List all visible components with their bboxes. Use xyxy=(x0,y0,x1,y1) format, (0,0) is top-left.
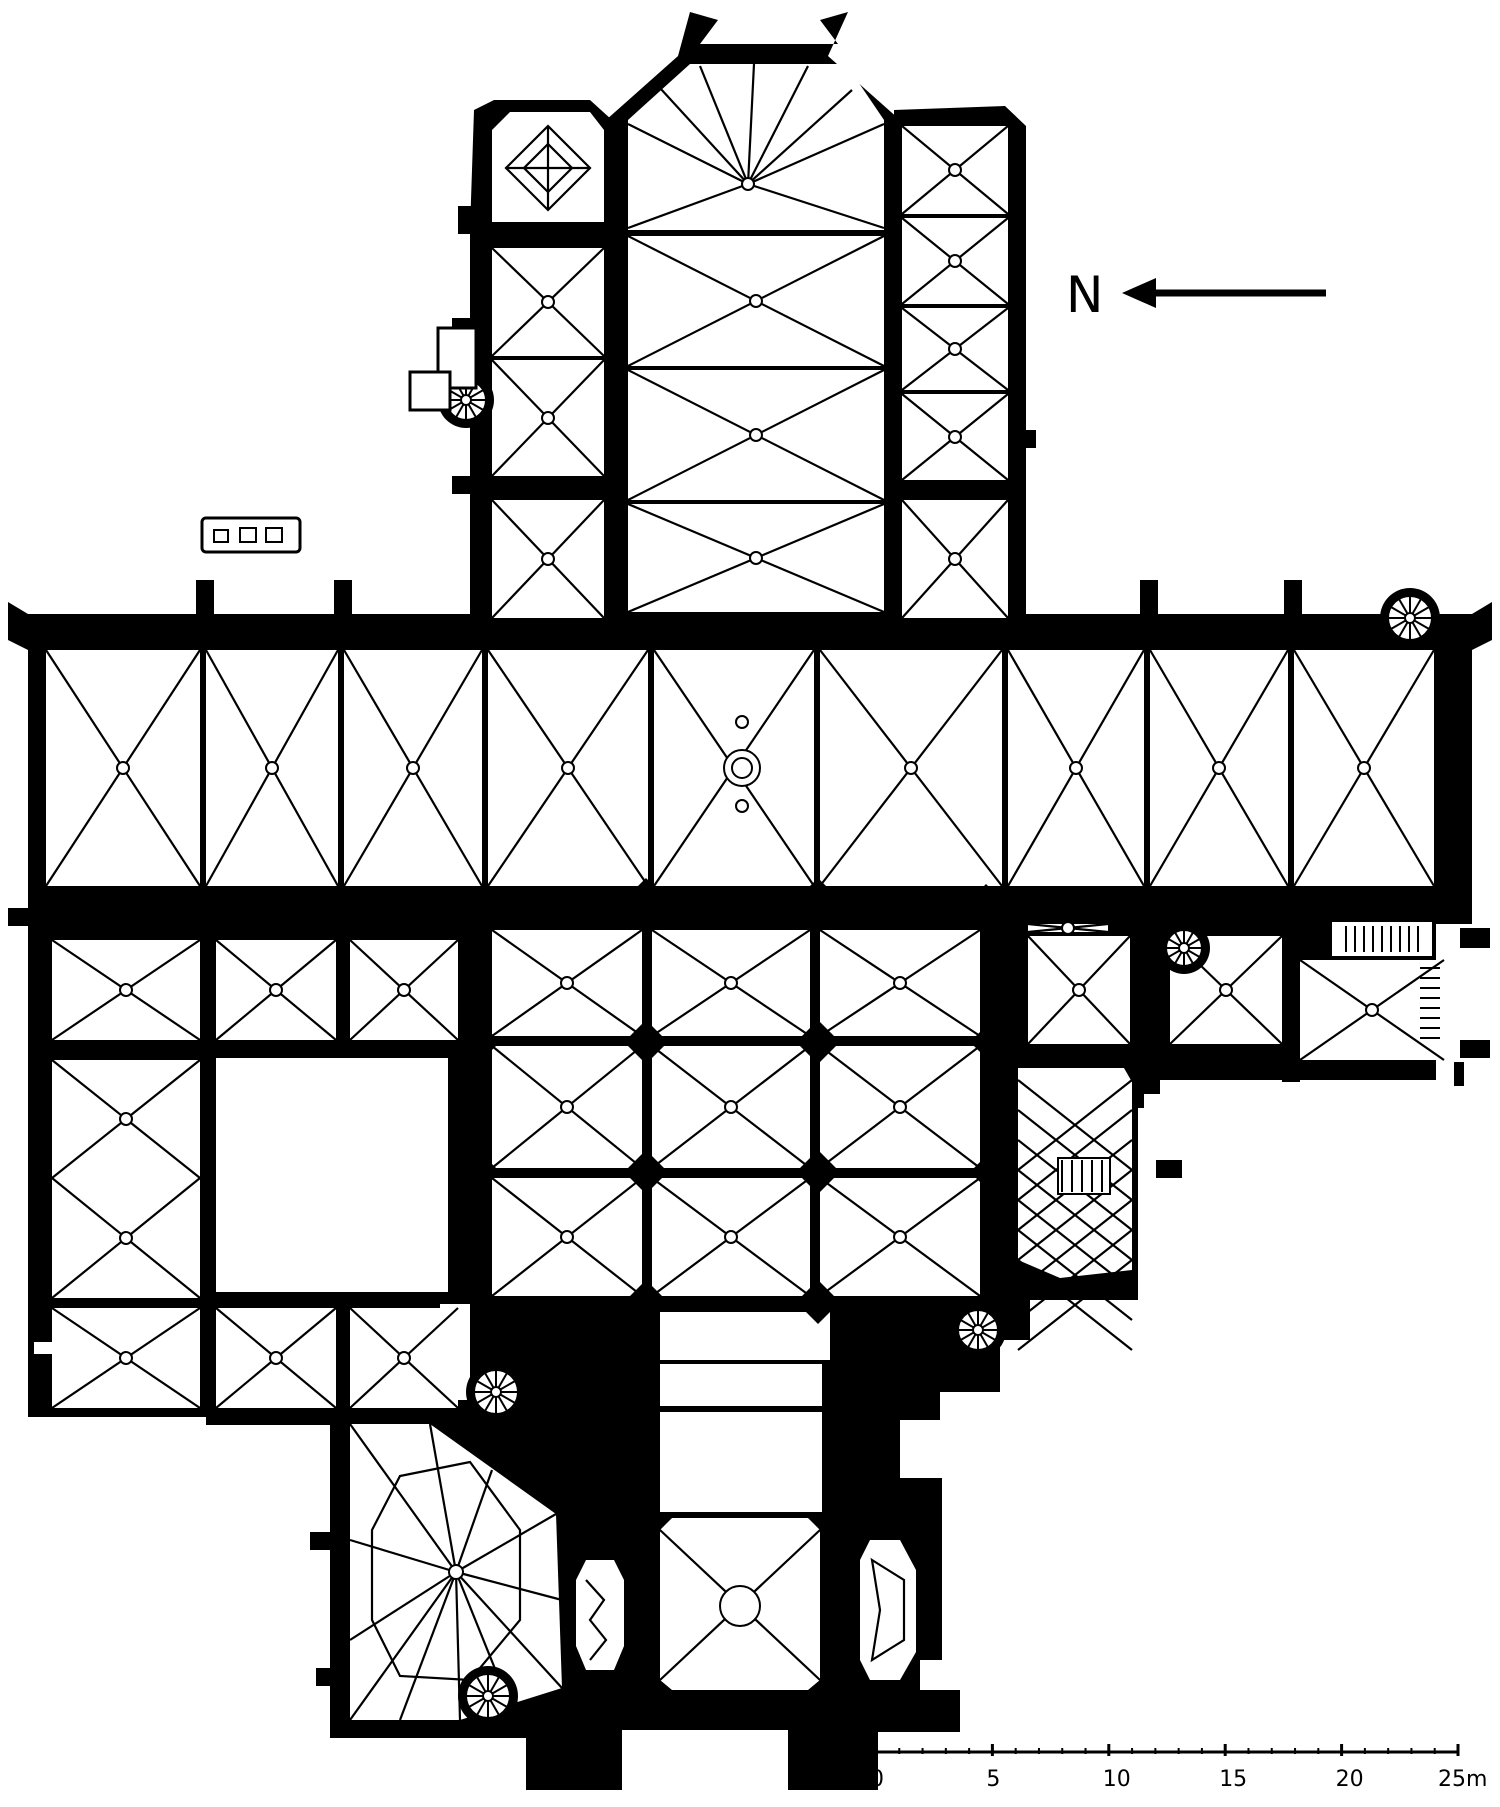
spiral-stair xyxy=(466,1362,526,1422)
transept-bay-7 xyxy=(1007,649,1145,887)
east-aisle-bay-2 xyxy=(901,217,1009,305)
transept-corner-ne xyxy=(1472,602,1492,650)
pier xyxy=(796,1150,840,1194)
pier xyxy=(624,878,668,922)
spiral-stair xyxy=(950,1302,1006,1358)
west-aisle-bay-2 xyxy=(491,359,605,477)
south-chapel-lattice-vault xyxy=(1017,1068,1133,1351)
cloister-bay-8 xyxy=(349,1307,459,1409)
crossing-boss xyxy=(723,715,761,813)
nave-bay-1-1 xyxy=(491,929,643,1037)
nave-bay-3-1 xyxy=(491,1177,643,1297)
east-aisle-bay-1 xyxy=(901,125,1009,215)
transept-bay-8 xyxy=(1149,649,1289,887)
piers xyxy=(468,878,1002,1324)
scale-tick-label: 10 xyxy=(1103,1767,1131,1792)
outbuilding-detail xyxy=(200,516,302,554)
scale-tick-label: 5 xyxy=(986,1767,1000,1792)
cloister-garth xyxy=(216,1058,448,1292)
pier xyxy=(970,1156,1002,1188)
scale-tick-label: 20 xyxy=(1336,1767,1364,1792)
pier xyxy=(468,1026,500,1058)
pier xyxy=(796,1280,840,1324)
tower-hall-vault xyxy=(659,1518,821,1690)
pier xyxy=(624,1020,668,1064)
west-porch-step-2 xyxy=(660,1364,822,1406)
transept-bay-3 xyxy=(343,649,483,887)
scale-tick-label: 0 xyxy=(870,1767,884,1792)
transept-corner-nw xyxy=(8,602,28,650)
vaulted-bays xyxy=(45,63,1445,1721)
cloister-bay-5 xyxy=(51,1177,201,1299)
south-range-sill xyxy=(1027,921,1109,935)
west-choir-aisle-apse xyxy=(492,112,604,222)
choir-bay-1 xyxy=(627,235,885,367)
pier xyxy=(970,1026,1002,1058)
transept-bay-6 xyxy=(819,649,1003,887)
cloister-bay-7 xyxy=(215,1307,337,1409)
cloister-bay-1 xyxy=(51,939,201,1041)
north-tower-chamber xyxy=(576,1560,624,1670)
south-range-bay-1 xyxy=(1027,935,1131,1045)
north-porch xyxy=(408,326,478,412)
west-porch-step-1 xyxy=(660,1312,830,1360)
west-aisle-bay-1 xyxy=(491,247,605,357)
pier xyxy=(468,884,500,916)
choir-bay-3 xyxy=(627,502,885,614)
transept-bay-4 xyxy=(487,649,649,887)
choir-bay-2 xyxy=(627,369,885,501)
choir-apse xyxy=(627,63,885,230)
cloister-bay-3 xyxy=(349,939,459,1041)
south-range-bay-3 xyxy=(1299,959,1445,1061)
pier xyxy=(796,878,840,922)
cloister-bay-2 xyxy=(215,939,337,1041)
scale-tick-label: 15 xyxy=(1219,1767,1247,1792)
spiral-stair xyxy=(458,1666,518,1726)
nave-bay-2-2 xyxy=(651,1045,811,1169)
east-aisle-bay-5 xyxy=(901,499,1009,619)
spiral-stair xyxy=(1380,588,1440,648)
transept-bay-9 xyxy=(1293,649,1435,887)
pier xyxy=(796,1020,840,1064)
scale-bar: 0 5 10 15 20 25m xyxy=(870,1744,1487,1792)
nave-bay-3-2 xyxy=(651,1177,811,1297)
pier xyxy=(624,1150,668,1194)
transept-bay-1 xyxy=(45,649,201,887)
pier xyxy=(624,1280,668,1324)
scale-tick-label: 25m xyxy=(1438,1767,1487,1792)
east-aisle-bay-4 xyxy=(901,393,1009,481)
north-arrow: N xyxy=(1066,266,1326,324)
west-porch-step-3 xyxy=(660,1412,822,1512)
south-stair xyxy=(1332,922,1440,1039)
nave-bay-1-3 xyxy=(819,929,981,1037)
nave-bay-3-3 xyxy=(819,1177,981,1297)
east-aisle-bay-3 xyxy=(901,307,1009,391)
pier xyxy=(970,884,1002,916)
nave-bay-2-1 xyxy=(491,1045,643,1169)
pier xyxy=(468,1156,500,1188)
cloister-bay-6 xyxy=(51,1307,201,1409)
spiral-stair xyxy=(1158,922,1210,974)
south-tower-chamber xyxy=(860,1540,916,1680)
nave-bay-1-2 xyxy=(651,929,811,1037)
nave-bay-2-3 xyxy=(819,1045,981,1169)
north-label: N xyxy=(1066,266,1103,324)
doorway-detail xyxy=(34,1342,52,1354)
stair-turrets xyxy=(438,372,1440,1726)
transept-bay-2 xyxy=(205,649,339,887)
west-aisle-bay-3 xyxy=(491,499,605,619)
cloister-bay-4 xyxy=(51,1059,201,1179)
